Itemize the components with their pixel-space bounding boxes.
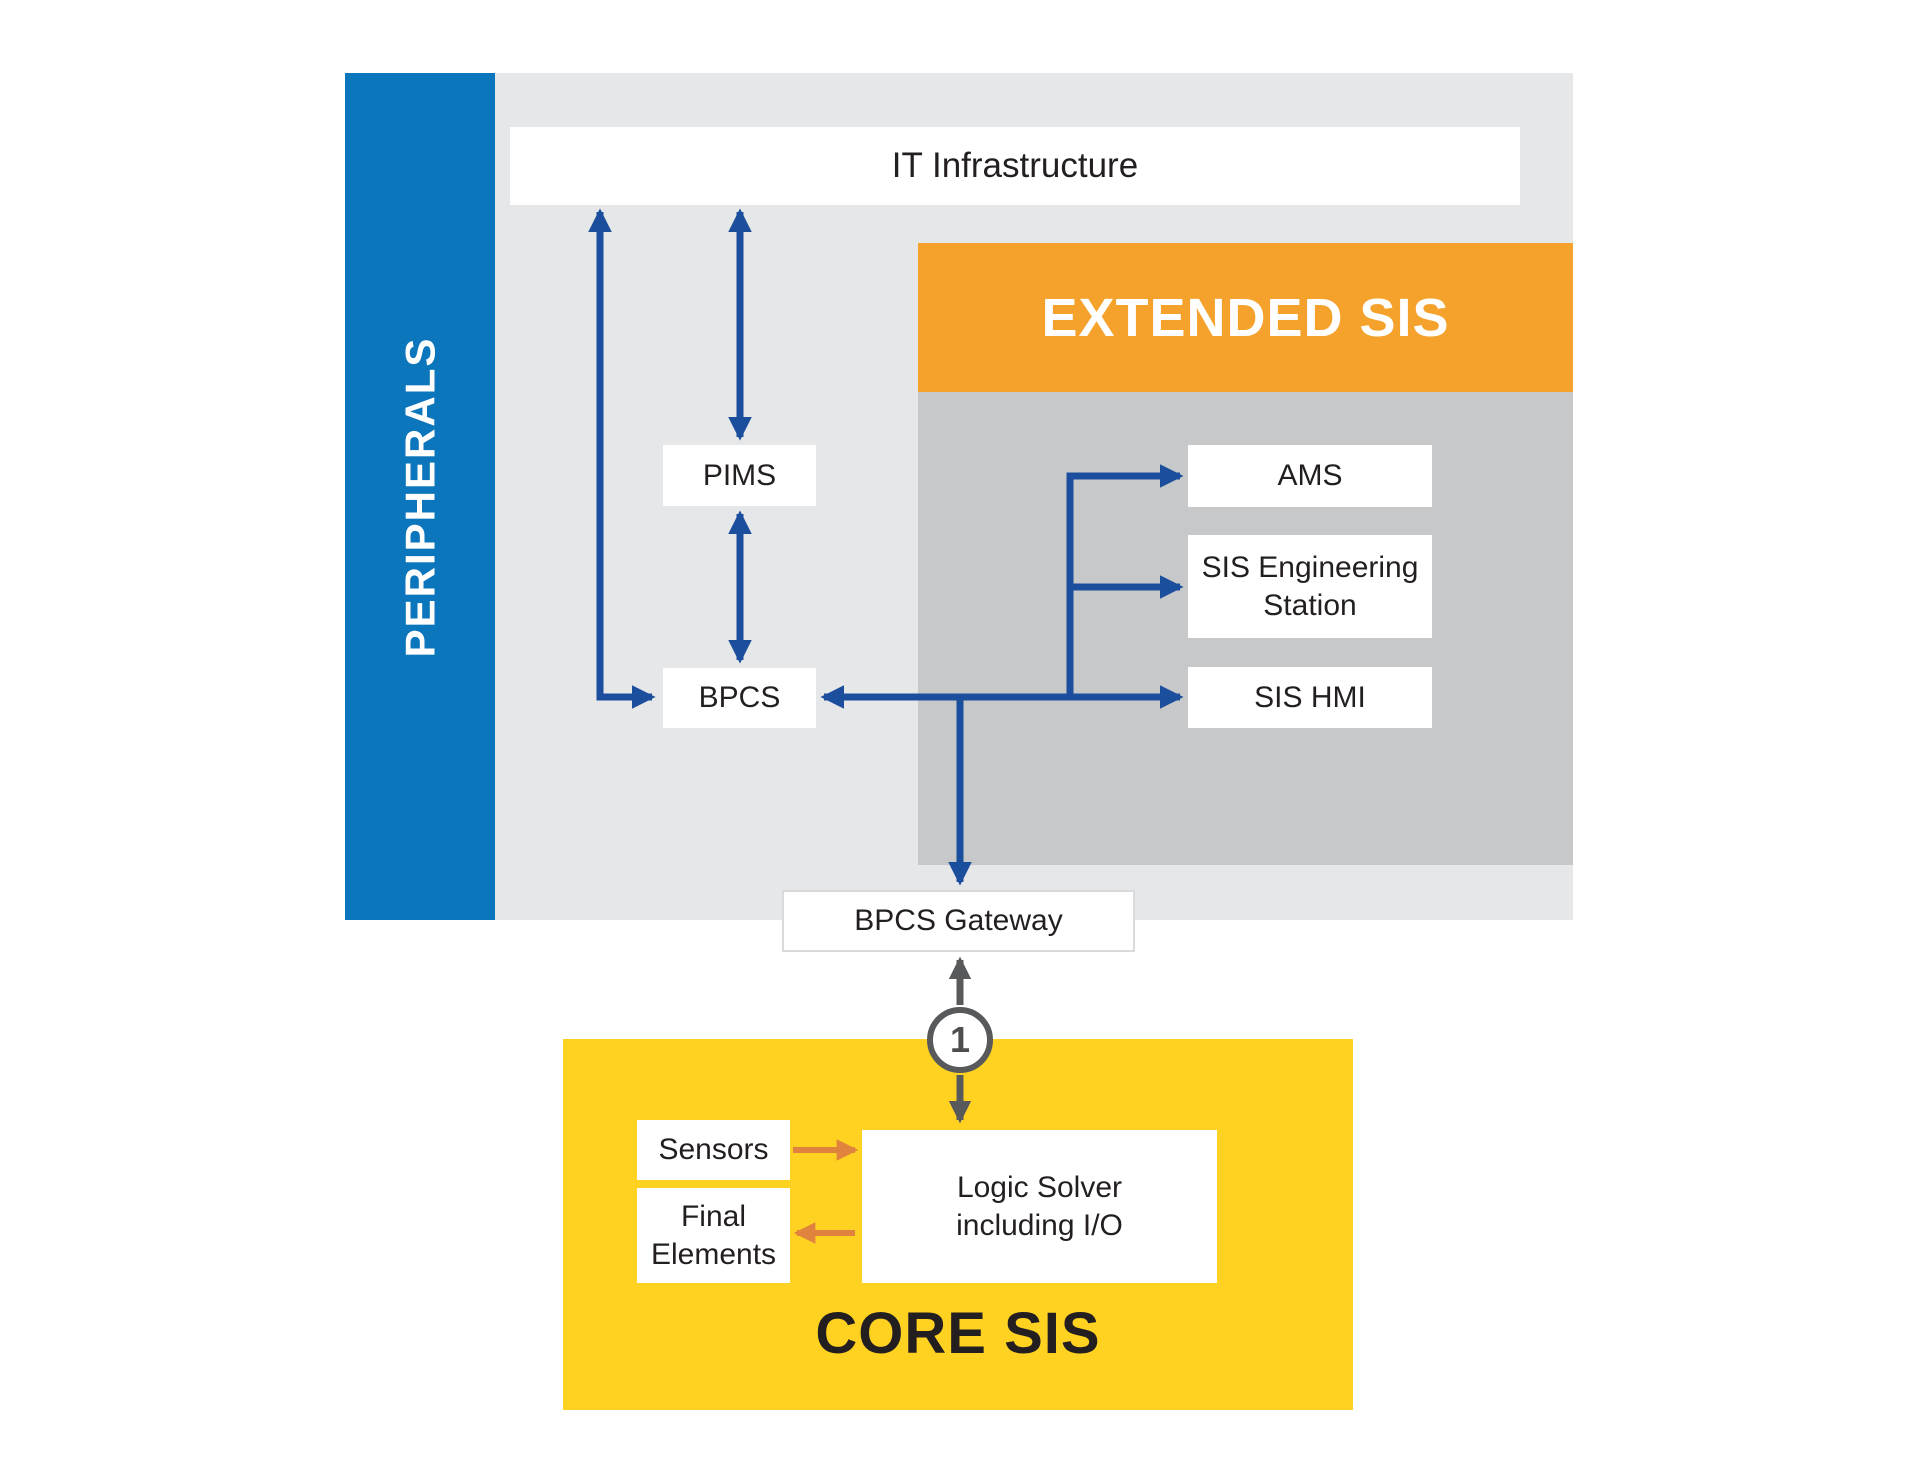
extended-sis-title: EXTENDED SIS	[1041, 287, 1450, 348]
node-final-elements: Final Elements	[637, 1188, 790, 1283]
core-sis-title: CORE SIS	[815, 1301, 1101, 1366]
node-pims: PIMS	[663, 445, 816, 506]
node-sensors: Sensors	[637, 1120, 790, 1180]
node-ams: AMS	[1188, 445, 1432, 507]
peripherals-label: PERIPHERALS	[396, 336, 443, 657]
node-it-infrastructure: IT Infrastructure	[510, 127, 1520, 205]
node-logic-solver: Logic Solver including I/O	[862, 1130, 1217, 1283]
node-bpcs: BPCS	[663, 668, 816, 728]
link-1-number: 1	[949, 1019, 971, 1060]
node-sis-engineering-station: SIS Engineering Station	[1188, 535, 1432, 638]
node-sis-hmi: SIS HMI	[1188, 667, 1432, 728]
peripherals-sidebar: PERIPHERALS	[345, 73, 495, 920]
node-bpcs-gateway: BPCS Gateway	[782, 890, 1135, 952]
link-1-badge: 1	[927, 1007, 993, 1073]
extended-sis-header: EXTENDED SIS	[918, 243, 1573, 392]
